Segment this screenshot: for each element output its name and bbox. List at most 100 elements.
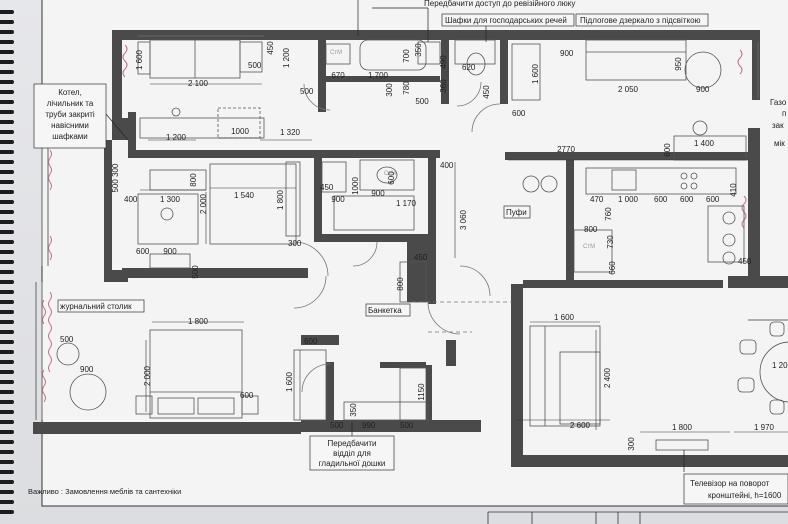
binder-ring bbox=[0, 470, 14, 474]
binder-ring bbox=[0, 200, 14, 204]
dim: 1 400 bbox=[694, 139, 715, 148]
dim: 800 bbox=[396, 277, 405, 291]
note-boiler-3: труби закриті bbox=[45, 110, 95, 119]
binder-ring bbox=[0, 420, 14, 424]
binder-ring bbox=[0, 100, 14, 104]
dim: 1 000 bbox=[618, 195, 639, 204]
dim: 900 bbox=[80, 365, 94, 374]
note-gas-3: зак bbox=[772, 121, 784, 130]
binder-ring bbox=[0, 490, 14, 494]
binder-ring bbox=[0, 280, 14, 284]
dim: 730 bbox=[606, 235, 615, 249]
binder-ring bbox=[0, 390, 14, 394]
dim: 900 bbox=[696, 85, 710, 94]
dim: 800 bbox=[584, 225, 598, 234]
dim: 300 bbox=[385, 83, 394, 97]
note-mirror: Підлогове дзеркало з підсвіткою bbox=[580, 16, 701, 25]
binder-ring bbox=[0, 160, 14, 164]
dim: 500 bbox=[248, 61, 262, 70]
binder-ring bbox=[0, 500, 14, 504]
binder-ring bbox=[0, 180, 14, 184]
binder-ring bbox=[0, 260, 14, 264]
dim: 2 600 bbox=[570, 421, 591, 430]
binder-ring bbox=[0, 130, 14, 134]
binder-ring bbox=[0, 410, 14, 414]
dim: 2 000 bbox=[199, 193, 208, 214]
note-boiler-2: лічильник та bbox=[47, 99, 94, 108]
note-ironing-2: відділ для bbox=[333, 449, 371, 458]
dim: 2 400 bbox=[603, 367, 612, 388]
note-gas-1: Газо bbox=[770, 98, 787, 107]
dim: 1 600 bbox=[554, 313, 575, 322]
dim: 400 bbox=[124, 195, 138, 204]
note-pouf: Пуфи bbox=[506, 208, 527, 217]
binder-ring bbox=[0, 170, 14, 174]
curtains bbox=[42, 44, 747, 403]
binder-ring bbox=[0, 310, 14, 314]
dim: 600 bbox=[654, 195, 668, 204]
dim: 450 bbox=[266, 41, 275, 55]
dim: 900 bbox=[331, 195, 345, 204]
dim: 900 bbox=[163, 247, 177, 256]
dim: 470 bbox=[590, 195, 604, 204]
washer-label: СтМ bbox=[330, 50, 342, 56]
binder-ring bbox=[0, 230, 14, 234]
dimension-lines bbox=[140, 83, 788, 433]
furniture bbox=[56, 39, 788, 451]
binder-ring bbox=[0, 140, 14, 144]
dim: 1 200 bbox=[282, 47, 291, 68]
dim: 450 bbox=[738, 257, 752, 266]
dim: 900 bbox=[560, 49, 574, 58]
note-boxes bbox=[33, 13, 788, 505]
binder-ring bbox=[0, 80, 14, 84]
dim: 2 000 bbox=[143, 365, 152, 386]
binder-ring bbox=[0, 290, 14, 294]
dim: 600 bbox=[680, 195, 694, 204]
notes: Передбачити доступ до ревізійного люку Ш… bbox=[28, 0, 787, 500]
note-boiler-4: навісними bbox=[51, 121, 89, 130]
footnote: Важливо : Замовлення меблів та сантехнік… bbox=[28, 487, 181, 496]
dim: 900 bbox=[371, 189, 385, 198]
dim: 3 060 bbox=[459, 209, 468, 230]
dim: 350 bbox=[414, 43, 423, 57]
dim: 300 bbox=[288, 239, 302, 248]
binder-ring bbox=[0, 110, 14, 114]
note-revision-access: Передбачити доступ до ревізійного люку bbox=[424, 0, 575, 8]
binder-ring bbox=[0, 510, 14, 514]
binder-ring bbox=[0, 90, 14, 94]
dim: 1 600 bbox=[135, 49, 144, 70]
binder-ring bbox=[0, 460, 14, 464]
binder-ring bbox=[0, 190, 14, 194]
note-tv-1: Телевізор на поворот bbox=[690, 479, 770, 488]
doors bbox=[293, 81, 512, 393]
dim: 490 bbox=[439, 55, 448, 69]
dim: 1 800 bbox=[276, 189, 285, 210]
binder-ring bbox=[0, 30, 14, 34]
dim: 500 bbox=[300, 87, 314, 96]
dim: 620 bbox=[462, 63, 476, 72]
note-ironing-3: гладильної дошки bbox=[319, 459, 386, 468]
binder-ring bbox=[0, 210, 14, 214]
dim: 2770 bbox=[557, 145, 575, 154]
dim: 450 bbox=[482, 85, 491, 99]
dim: 600 bbox=[304, 337, 318, 346]
dim: 600 bbox=[512, 109, 526, 118]
dim: 500 bbox=[60, 335, 74, 344]
dim: 1 300 bbox=[160, 195, 181, 204]
dim: 410 bbox=[729, 183, 738, 197]
binder-ring bbox=[0, 50, 14, 54]
title-block bbox=[487, 511, 788, 524]
dim: 500 300 bbox=[111, 163, 120, 192]
dim: 1 600 bbox=[285, 371, 294, 392]
dim: 300 bbox=[627, 437, 636, 451]
dim: 600 bbox=[663, 143, 672, 157]
dim: 800 bbox=[189, 173, 198, 187]
dim: 1 970 bbox=[754, 423, 775, 432]
binder-ring bbox=[0, 340, 14, 344]
binder-ring bbox=[0, 370, 14, 374]
dim: 2 050 bbox=[618, 85, 639, 94]
dryer-label: СтМ bbox=[384, 171, 396, 177]
dim: 1150 bbox=[417, 383, 426, 401]
dim: 1000 bbox=[231, 127, 249, 136]
binder-ring bbox=[0, 40, 14, 44]
